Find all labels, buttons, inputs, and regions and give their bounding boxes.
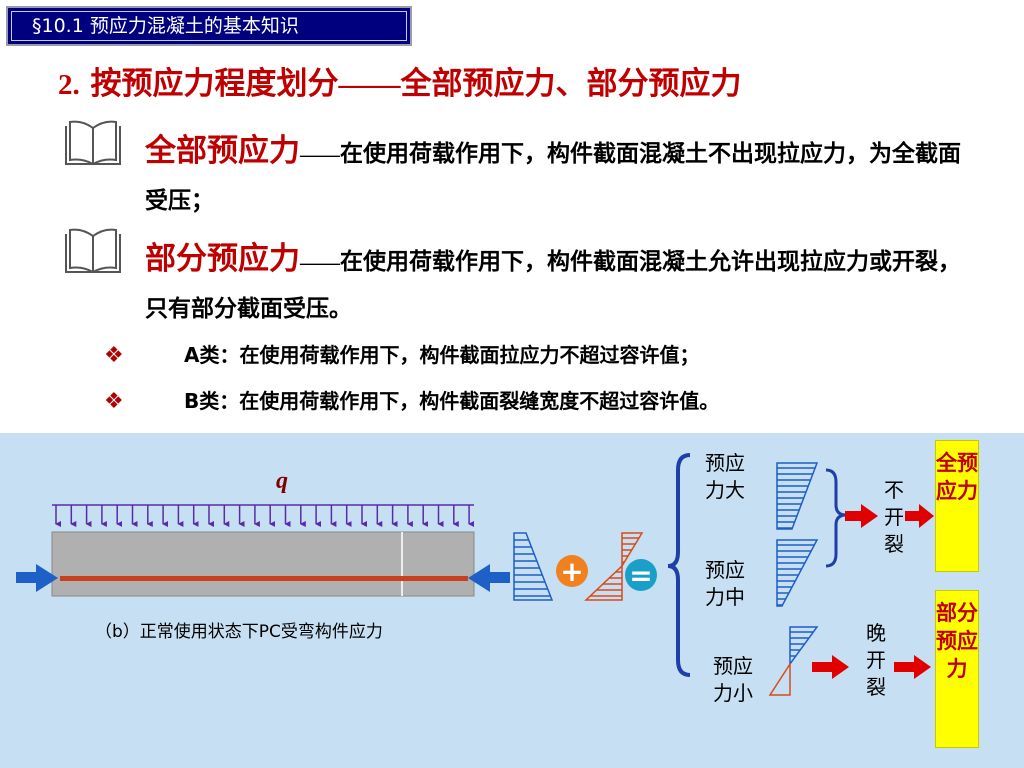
bullet-label: B类：在使用荷载作用下，构件截面裂缝宽度不超过容许值。: [184, 389, 720, 413]
prestress-force-arrow-left: [16, 564, 58, 592]
result-stress-large: [776, 462, 819, 530]
label-prestress-medium: 预应 力中: [705, 558, 745, 609]
arrow-right-icon: [845, 504, 878, 528]
box-partial-label: 部分预应力: [936, 601, 978, 681]
svg-text:+: +: [560, 555, 583, 588]
diamond-bullet-icon: ❖: [104, 343, 124, 368]
item-text: 在使用荷载作用下，构件截面混凝土允许出现拉应力或开裂，只有部分截面受压。: [145, 249, 961, 322]
item-dash: ——: [300, 144, 340, 166]
prestress-force-arrow-right: [468, 564, 510, 592]
box-full-label: 全预应力: [936, 451, 978, 503]
book-icon: [65, 228, 121, 274]
result-stress-small: [768, 626, 819, 696]
title-number: 2.: [58, 69, 80, 101]
item-keyword: 部分预应力: [145, 241, 300, 277]
prestress-tendon: [60, 576, 468, 581]
box-partial-prestress: 部分预应力: [935, 590, 979, 748]
label-late-crack: 晚开裂: [866, 621, 886, 699]
equals-sign-icon: =: [625, 559, 657, 592]
plus-sign-icon: +: [556, 555, 588, 588]
section-header: §10.1 预应力混凝土的基本知识: [6, 6, 412, 46]
load-symbol: q: [276, 468, 288, 494]
section-header-inner-border: [11, 11, 407, 41]
prestress-stress-diagram: [513, 532, 554, 601]
arrow-right-icon: [905, 504, 934, 528]
diamond-bullet-icon: ❖: [104, 389, 124, 414]
label-prestress-small: 预应 力小: [713, 654, 753, 705]
title-main: 按预应力程度划分: [90, 66, 339, 102]
label-prestress-large: 预应 力大: [705, 451, 745, 502]
figure-caption: （b）正常使用状态下PC受弯构件应力: [95, 622, 383, 642]
beam: [51, 531, 475, 597]
item-partial-prestress: 部分预应力——在使用荷载作用下，构件截面混凝土允许出现拉应力或开裂，只有部分截面…: [145, 236, 975, 332]
book-icon: [65, 120, 121, 166]
figure-panel: [0, 433, 1024, 768]
result-stress-medium: [776, 539, 819, 607]
brace-left: [667, 453, 691, 677]
svg-text:=: =: [629, 559, 652, 592]
section-label: §10.1 预应力混凝土的基本知识: [32, 15, 299, 37]
item-text: 在使用荷载作用下，构件截面混凝土不出现拉应力，为全截面受压；: [145, 141, 961, 214]
box-full-prestress: 全预应力: [935, 440, 979, 572]
item-full-prestress: 全部预应力——在使用荷载作用下，构件截面混凝土不出现拉应力，为全截面受压；: [145, 128, 975, 224]
item-keyword: 全部预应力: [145, 133, 300, 169]
arrow-right-icon: [894, 655, 931, 679]
item-dash: ——: [300, 252, 340, 274]
slide-title: 2. 按预应力程度划分——全部预应力、部分预应力: [58, 62, 742, 107]
bullet-class-b: ❖ B类：在使用荷载作用下，构件截面裂缝宽度不超过容许值。: [104, 386, 719, 417]
label-no-crack: 不开裂: [884, 478, 904, 556]
bullet-label: A类：在使用荷载作用下，构件截面拉应力不超过容许值；: [184, 343, 700, 367]
brace-right: [825, 468, 847, 568]
title-rest: 全部预应力、部分预应力: [400, 66, 742, 102]
load-stress-diagram: [584, 532, 644, 601]
distributed-load-arrows: [55, 505, 475, 527]
bullet-class-a: ❖ A类：在使用荷载作用下，构件截面拉应力不超过容许值；: [104, 340, 699, 371]
arrow-right-icon: [812, 655, 849, 679]
title-dash: ——: [338, 66, 401, 101]
